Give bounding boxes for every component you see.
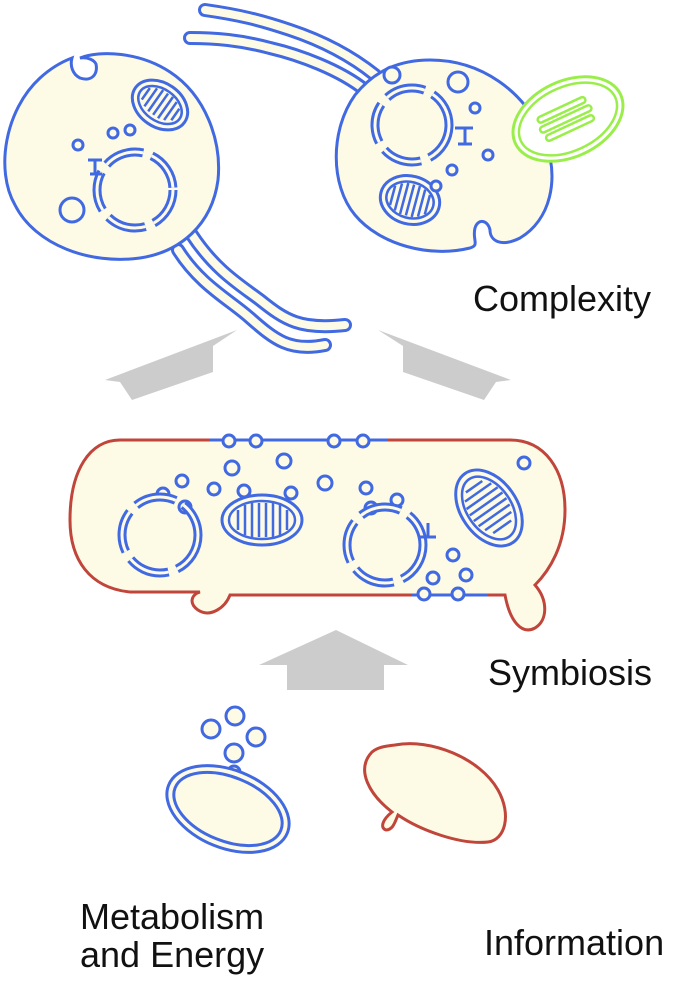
label-complexity: Complexity (473, 278, 652, 319)
nucleus-right (342, 502, 428, 588)
er-stub (420, 523, 436, 539)
vesicles (58, 123, 137, 224)
label-metabolism-and-energy: Metabolism and Energy (80, 898, 264, 974)
vesicles (382, 65, 495, 193)
arrow-up-center (259, 630, 408, 690)
mitochondrion (378, 174, 442, 226)
nucleus (92, 147, 178, 233)
arrow-up-right (378, 330, 511, 400)
label-metabolism-line1: Metabolism (80, 896, 265, 937)
label-symbiosis: Symbiosis (488, 652, 653, 693)
label-information: Information (484, 922, 665, 963)
nucleus-left (117, 492, 203, 578)
mitochondrion-right (454, 468, 524, 548)
er-stub (88, 158, 102, 176)
mitochondrion-center (220, 493, 304, 547)
metabolism-cell (165, 705, 291, 854)
symbiosis-cell (68, 433, 567, 632)
metabolism-body (165, 764, 291, 854)
label-metabolism-line2: and Energy (80, 933, 265, 975)
eukaryote-cell-right (183, 3, 625, 253)
membrane-buds (221, 433, 466, 602)
symbiosis-membrane (68, 438, 567, 632)
nucleus (370, 83, 454, 167)
arrow-up-left (105, 330, 237, 400)
flagellum-left (171, 228, 352, 354)
er-stub (455, 126, 473, 146)
chloroplast (511, 75, 625, 163)
eukaryote-cell-left (3, 52, 352, 354)
flagellum-right (183, 3, 382, 97)
mitochondrion (130, 78, 190, 132)
information-cell (363, 742, 507, 844)
cell-membrane (334, 58, 554, 253)
